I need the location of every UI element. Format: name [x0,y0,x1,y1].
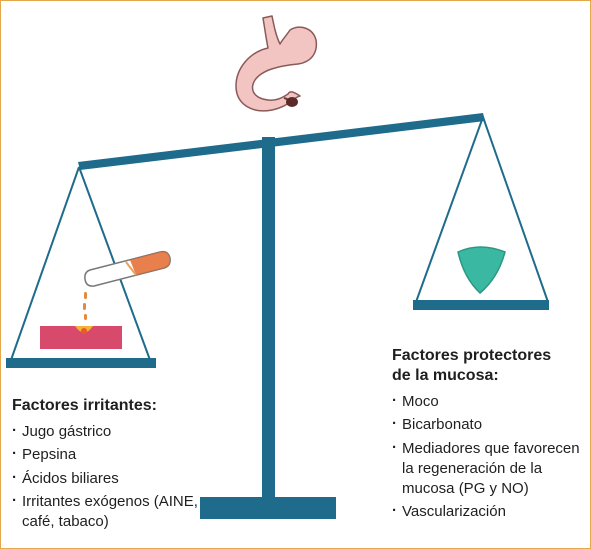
scale-post [200,137,336,519]
protective-factors-title: Factores protectores de la mucosa: [392,346,587,386]
list-item: Bicarbonato [392,415,587,435]
list-item: Jugo gástrico [12,422,212,442]
test-tube-icon [85,252,170,287]
irritant-factors-title: Factores irritantes: [12,396,212,416]
list-item: Pepsina [12,445,212,465]
list-item: Irritantes exógenos (AINE, café, tabaco) [12,492,212,533]
stomach-icon [236,16,316,111]
list-item: Moco [392,392,587,412]
list-item: Vascularización [392,502,587,522]
list-item: Mediadores que favorecen la regeneración… [392,439,587,500]
protective-title-line2: de la mucosa: [392,367,499,384]
protective-factors-panel: Factores protectores de la mucosa: Moco … [392,346,587,526]
irritant-factors-panel: Factores irritantes: Jugo gástrico Pepsi… [12,396,212,535]
mucosa-block-icon [40,326,122,349]
shield-icon [458,247,505,293]
protective-title-line1: Factores protectores [392,347,551,364]
irritant-factors-list: Jugo gástrico Pepsina Ácidos biliares Ir… [12,422,212,532]
scale-beam [78,113,485,170]
list-item: Ácidos biliares [12,469,212,489]
irritant-drops [83,292,87,320]
protective-factors-list: Moco Bicarbonato Mediadores que favorece… [392,392,587,523]
